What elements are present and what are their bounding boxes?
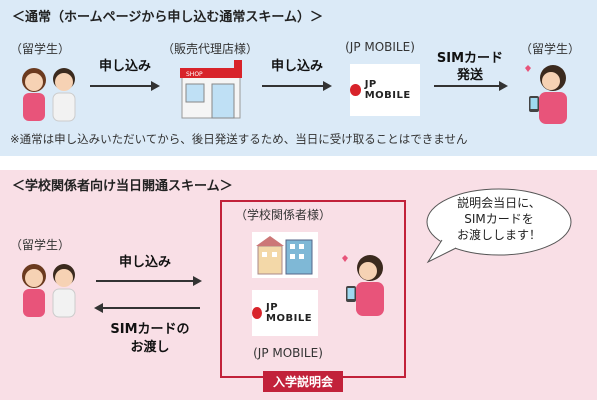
school-arrow-return [94, 303, 200, 313]
ceremony-label: 入学説明会 [263, 371, 344, 392]
school-scheme-title: ＜学校関係者向け当日開通スキーム＞ [12, 179, 233, 194]
students-illustration [22, 68, 76, 122]
school-jpmobile-label: (JP MOBILE) [253, 346, 323, 360]
normal-scheme-title: ＜通常（ホームページから申し込む通常スキーム）＞ [12, 10, 323, 25]
actor-jpmobile-label: (JP MOBILE) [345, 40, 415, 54]
arrow-apply-1 [90, 81, 160, 91]
school-jp-mobile-logo: JP MOBILE [252, 290, 318, 336]
school-student-label: （留学生） [10, 238, 71, 252]
school-building-icon [252, 232, 318, 278]
actor-agency-label: （販売代理店様） [161, 42, 258, 56]
student-phone-illustration [525, 65, 567, 124]
arrow-apply-2 [262, 81, 332, 91]
step-apply-1: 申し込み [98, 59, 151, 74]
step-ship: 発送 [456, 68, 483, 83]
shop-icon: SHOP [180, 60, 242, 119]
speech-bubble-text: 説明会当日に、 SIMカードを お渡しします！ [424, 195, 574, 243]
speech-bubble-line-1: 説明会当日に、 [457, 196, 541, 210]
actor-student-label: （留学生） [10, 42, 71, 56]
school-step-return-2: お渡し [130, 340, 170, 355]
normal-scheme-panel [0, 0, 597, 156]
jp-mobile-logo-text: JP MOBILE [364, 79, 411, 101]
jp-mobile-logo-mark [350, 84, 361, 96]
speech-bubble-line-2: SIMカードを [464, 212, 534, 226]
jp-mobile-logo: JP MOBILE [350, 64, 420, 116]
school-students-illustration [22, 264, 76, 318]
school-staff-label: （学校関係者様） [234, 208, 331, 222]
speech-bubble-line-3: お渡しします！ [456, 228, 541, 242]
school-jp-mobile-logo-text: JP MOBILE [266, 302, 313, 324]
actor-student2-label: （留学生） [520, 42, 581, 56]
step-apply-2: 申し込み [270, 59, 323, 74]
school-arrow-apply [96, 276, 202, 286]
shop-sign: SHOP [186, 71, 203, 78]
speech-bubble [426, 188, 572, 264]
school-step-apply: 申し込み [118, 255, 171, 270]
ceremony-student-illustration [342, 255, 384, 316]
arrow-ship [434, 81, 508, 91]
school-step-return-1: SIMカードの [110, 322, 190, 337]
step-sim-card: SIMカード [436, 51, 504, 66]
normal-scheme-note: ※通常は申し込みいただいてから、後日発送するため、当日に受け取ることはできません [10, 132, 468, 146]
school-jp-mobile-logo-mark [252, 307, 263, 319]
